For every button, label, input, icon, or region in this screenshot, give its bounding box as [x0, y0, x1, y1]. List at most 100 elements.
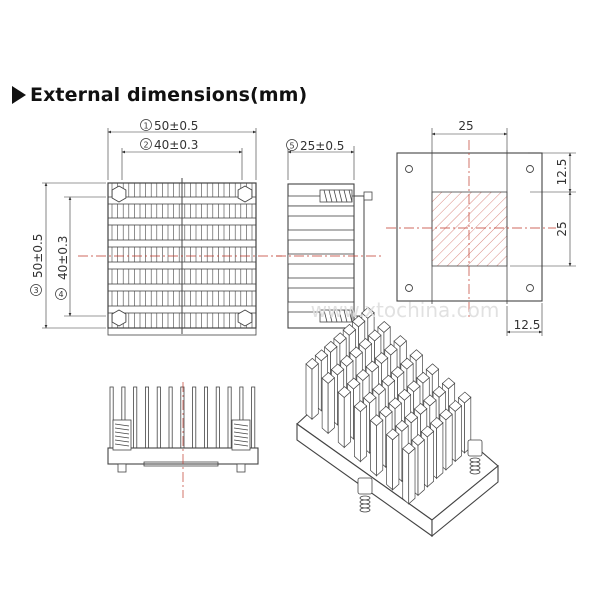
iso-fin-top [358, 338, 373, 350]
dim-label-1: 50±0.5 [154, 119, 198, 133]
iso-fin-top [404, 411, 419, 424]
side-spring-coil [338, 189, 343, 203]
elevation-fin [168, 386, 173, 449]
iso-fin-top [374, 352, 389, 364]
elevation-spring-housing [112, 419, 132, 451]
side-spring-coil [348, 189, 353, 203]
side-fin [287, 229, 355, 241]
iso-fin-top [353, 400, 368, 413]
iso-fin-top [423, 394, 437, 407]
side-spring-housing [319, 309, 353, 323]
iso-fin-top [372, 383, 386, 396]
dim-callout-2-num: 2 [143, 141, 148, 150]
iso-fin-top [388, 397, 402, 410]
side-spring-coil [333, 189, 338, 203]
section-heading: External dimensions(mm) [12, 80, 307, 110]
iso-fin-top [361, 306, 375, 319]
front-hex-nut [111, 309, 127, 327]
side-spring-coil [323, 189, 328, 203]
iso-base-side [431, 464, 499, 538]
dim-callout-4 [55, 288, 67, 300]
dim-label-4: 40±0.3 [56, 236, 70, 280]
iso-fin-top [330, 363, 345, 376]
iso-fin-top [420, 425, 435, 438]
dim-callout-5-num: 5 [289, 142, 294, 151]
dim-callout-4-num: 4 [58, 290, 63, 299]
elevation-pin-tip [236, 463, 246, 473]
iso-fin-top [333, 332, 347, 345]
dim-callout-3 [30, 284, 42, 296]
elevation-fin [203, 386, 208, 449]
footprint-mount-hole [405, 165, 413, 173]
iso-fin-top [400, 357, 414, 370]
side-spring-coil [343, 309, 348, 323]
side-spring-coil [328, 309, 333, 323]
fp-dim-label-top: 25 [458, 119, 473, 133]
elevation-spring-coil [233, 439, 249, 443]
iso-fin-top [430, 417, 444, 429]
side-pin-tip [363, 191, 373, 201]
iso-spring-coil [469, 457, 481, 463]
footprint-mount-hole [405, 284, 413, 292]
iso-fin-side [417, 439, 425, 497]
iso-fin-top [305, 357, 319, 370]
iso-fin-side [376, 419, 384, 477]
elevation-view [107, 382, 259, 498]
dim-callout-1 [140, 119, 152, 131]
iso-fin-top [441, 377, 456, 390]
elevation-spring-coil [233, 423, 249, 427]
elevation-spring-coil [114, 427, 130, 431]
iso-fin-top [425, 363, 440, 376]
iso-fin-top [324, 340, 338, 353]
iso-fin-top [369, 414, 384, 427]
iso-fin-top [377, 321, 391, 333]
iso-spring-coil [359, 495, 371, 501]
elevation-spring-coil [114, 423, 130, 427]
iso-fin-top [363, 391, 377, 404]
dim-callout-2 [140, 138, 152, 150]
iso-fin-top [448, 400, 463, 412]
footprint-mount-hole [526, 284, 534, 292]
iso-fin-top [439, 408, 453, 421]
elevation-pin-tip [117, 463, 127, 473]
iso-fin-front [354, 405, 361, 463]
side-spring-coil [348, 309, 353, 323]
iso-fin-front [305, 363, 313, 421]
iso-fin-side [408, 447, 416, 505]
elevation-spring-coil [114, 431, 130, 435]
iso-fin-top [321, 372, 335, 384]
elevation-fin [133, 386, 138, 449]
elevation-fin [180, 386, 185, 449]
iso-fin-top [457, 391, 472, 404]
iso-fin-side [426, 430, 434, 488]
elevation-contact-pad [143, 461, 219, 467]
elevation-spring-housing [231, 419, 251, 451]
iso-fin-top [349, 346, 363, 359]
iso-fin-side [392, 433, 400, 491]
fp-dim-label-right: 25 [555, 221, 569, 236]
front-view: 1 50±0.5 2 40±0.3 5 3 50±0.5 4 40±0.3 [30, 119, 282, 336]
fp-dim-label-right-top: 12.5 [555, 159, 569, 186]
iso-fin-top [379, 405, 393, 418]
footprint-contact-area [431, 191, 508, 267]
side-spring-housing [319, 189, 353, 203]
footprint-outline [396, 152, 543, 302]
iso-fin-top [432, 385, 446, 398]
elevation-spring-coil [114, 443, 130, 447]
iso-fin-top [393, 335, 407, 347]
iso-fin-top [340, 355, 354, 367]
fp-dim-label-bottom: 12.5 [514, 318, 541, 332]
iso-fin-top [402, 442, 416, 455]
iso-spring-coil [359, 507, 371, 513]
elevation-fin [215, 386, 220, 449]
iso-fin-top [347, 377, 361, 390]
iso-fin-front [370, 419, 377, 477]
dim-label-3: 50±0.5 [31, 234, 45, 278]
side-fin [287, 277, 355, 289]
iso-fin-top [411, 434, 425, 446]
iso-fin-side [454, 405, 462, 463]
iso-fin-top [409, 349, 423, 362]
watermark: www.xtochina.com [311, 298, 500, 322]
iso-fin-top [407, 380, 421, 393]
